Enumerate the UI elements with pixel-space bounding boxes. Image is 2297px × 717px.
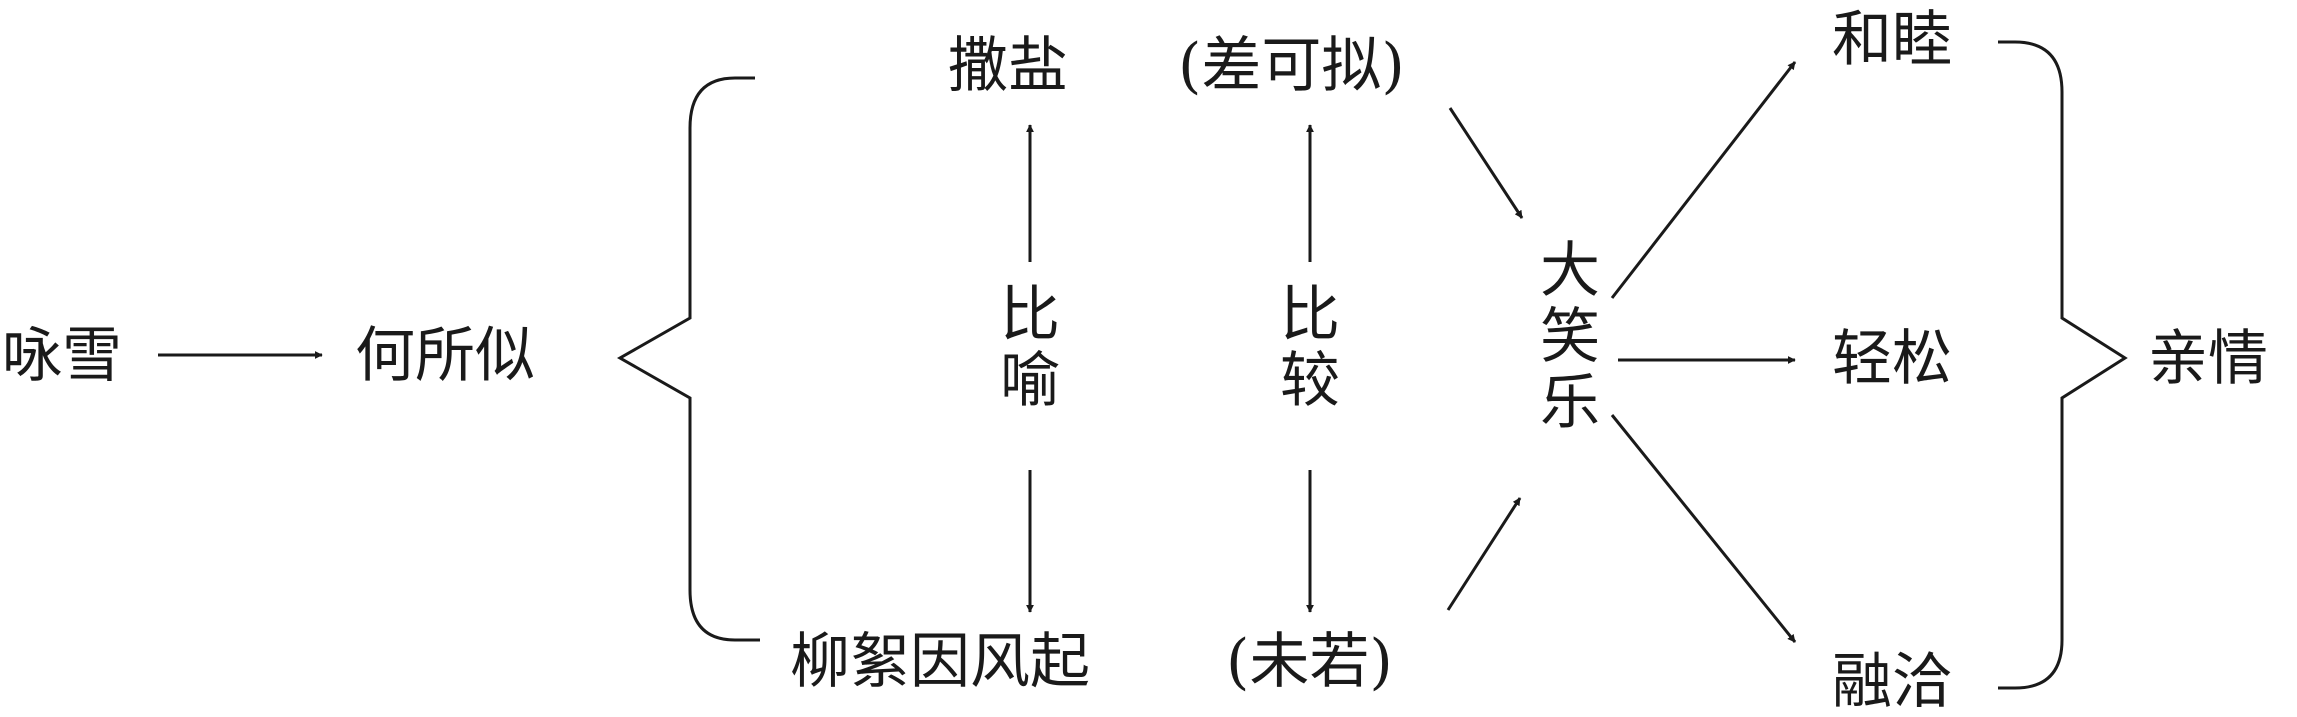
arrow-top-to-reaction — [1448, 107, 1524, 219]
arrow-reaction-to-outcome-3 — [1610, 414, 1797, 643]
outcome-relaxed: 轻松 — [1832, 324, 1952, 394]
outcome-harmony: 和睦 — [1832, 5, 1952, 75]
relation-metaphor-char-2: 喻 — [1000, 346, 1060, 416]
question-node: 何所似 — [355, 321, 535, 391]
reaction-char-2: 笑 — [1540, 302, 1600, 372]
reaction-char-1: 大 — [1540, 236, 1600, 306]
relation-compare-char-2: 较 — [1280, 346, 1340, 416]
bottom-comment: (未若) — [1226, 627, 1393, 697]
top-answer: 撒盐 — [948, 31, 1068, 101]
relation-compare-char-1: 比 — [1280, 280, 1340, 350]
relation-metaphor-char-1: 比 — [1000, 280, 1060, 350]
arrow-reaction-to-outcome-1 — [1610, 61, 1797, 299]
bottom-answer: 柳絮因风起 — [790, 627, 1090, 697]
reaction-char-3: 乐 — [1540, 368, 1600, 438]
arrow-bottom-to-reaction — [1446, 497, 1522, 611]
right-brace — [1998, 40, 2128, 690]
conclusion-node: 亲情 — [2148, 324, 2268, 394]
start-node: 咏雪 — [2, 321, 122, 391]
reaction-node: 大 笑 乐 — [1535, 238, 1605, 436]
relation-compare: 比 较 — [1280, 282, 1340, 414]
relation-metaphor: 比 喻 — [1000, 282, 1060, 414]
outcome-harmonious: 融洽 — [1832, 647, 1952, 717]
left-brace — [616, 76, 760, 642]
top-comment: (差可拟) — [1178, 31, 1405, 101]
